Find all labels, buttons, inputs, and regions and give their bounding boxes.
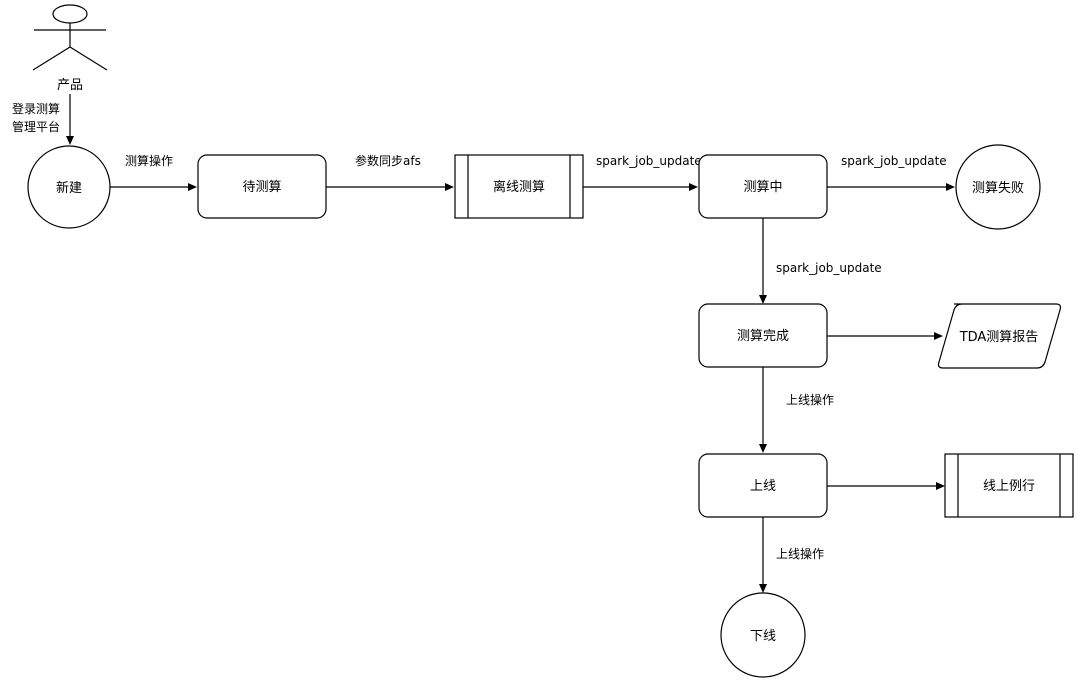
- edge-pending-to-offline-calc: [326, 183, 454, 191]
- node-new-label: 新建: [56, 180, 82, 196]
- node-offline-calc: 离线测算: [454, 154, 584, 219]
- edge-done-to-online: [759, 367, 767, 453]
- edge-online-to-routine: [827, 482, 945, 490]
- node-calc-failed-label: 测算失败: [972, 181, 1024, 196]
- node-offline-label: 下线: [750, 629, 776, 644]
- node-tda-report: TDA测算报告: [937, 303, 1062, 369]
- node-pending: 待测算: [197, 154, 327, 219]
- node-new: 新建: [27, 145, 111, 229]
- edge-online-to-offline: [759, 517, 767, 593]
- edge-label-pending-to-offline-calc: 参数同步afs: [355, 153, 421, 168]
- edge-new-to-pending: [110, 183, 197, 191]
- node-pending-label: 待测算: [242, 180, 281, 195]
- node-calc-failed: 测算失败: [955, 144, 1041, 230]
- edge-label-new-to-pending: 测算操作: [125, 153, 173, 168]
- node-online: 上线: [698, 453, 828, 518]
- edge-actor-to-new: [66, 94, 74, 145]
- edge-label-calculating-to-failed: spark_job_update: [841, 154, 947, 168]
- node-calculating-label: 测算中: [743, 180, 782, 195]
- edge-label-login-line1: 登录测算: [12, 101, 60, 116]
- edge-calculating-to-failed: [827, 183, 955, 191]
- node-calc-done: 测算完成: [698, 303, 828, 368]
- node-offline-calc-label: 离线测算: [493, 179, 545, 195]
- node-calc-done-label: 测算完成: [737, 329, 789, 344]
- edge-label-calculating-to-done: spark_job_update: [776, 261, 882, 275]
- edge-done-to-report: [827, 332, 943, 340]
- edge-label-offline-calc-to-calculating: spark_job_update: [596, 154, 702, 168]
- edge-calculating-to-done: [759, 218, 767, 304]
- actor-figure: [32, 4, 108, 71]
- node-tda-report-label: TDA测算报告: [959, 330, 1039, 345]
- node-online-routine: 线上例行: [944, 453, 1074, 518]
- node-online-routine-label: 线上例行: [983, 479, 1035, 494]
- edge-label-online-to-offline: 上线操作: [776, 546, 824, 561]
- edge-label-login-line2: 管理平台: [12, 119, 60, 134]
- node-calculating: 测算中: [698, 154, 828, 219]
- actor-label: 产品: [57, 78, 83, 93]
- node-online-label: 上线: [750, 479, 776, 494]
- edge-label-done-to-online: 上线操作: [786, 392, 834, 407]
- edge-offline-calc-to-calculating: [583, 183, 698, 191]
- node-offline: 下线: [720, 592, 806, 678]
